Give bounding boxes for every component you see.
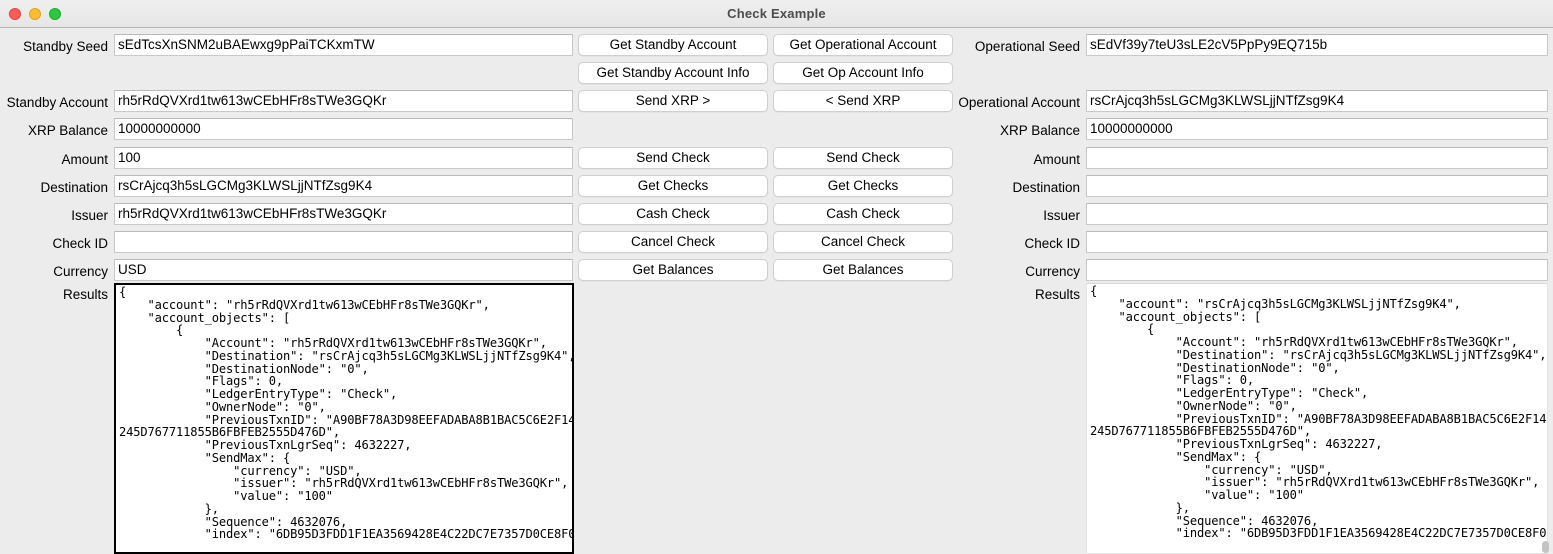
- window-title: Check Example: [727, 6, 826, 21]
- standby-get-balances-button[interactable]: Get Balances: [578, 259, 768, 281]
- title-bar: Check Example: [0, 0, 1553, 28]
- label-standby-currency: Currency: [53, 264, 108, 279]
- label-standby-results: Results: [62, 287, 108, 302]
- operational-results-textarea[interactable]: { "account": "rsCrAjcq3h5sLGCMg3KLWSLjjN…: [1086, 283, 1548, 554]
- standby-amount-input[interactable]: 100: [114, 147, 573, 169]
- operational-cancel-check-button[interactable]: Cancel Check: [773, 231, 953, 253]
- operational-issuer-input[interactable]: [1086, 203, 1548, 225]
- label-operational-check-id: Check ID: [1024, 236, 1080, 251]
- operational-results-scrollbar[interactable]: [1542, 541, 1549, 553]
- main-content: Standby Seed sEdTcsXnSNM2uBAEwxg9pPaiTCK…: [0, 29, 1553, 554]
- standby-currency-input[interactable]: USD: [114, 259, 573, 281]
- label-operational-account: Operational Account: [958, 95, 1080, 110]
- standby-seed-input[interactable]: sEdTcsXnSNM2uBAEwxg9pPaiTCKxmTW: [114, 34, 573, 56]
- get-operational-account-button[interactable]: Get Operational Account: [773, 34, 953, 56]
- standby-xrp-balance-input[interactable]: 10000000000: [114, 118, 573, 140]
- window-controls: [9, 8, 61, 20]
- operational-amount-input[interactable]: [1086, 147, 1548, 169]
- label-operational-amount: Amount: [1033, 152, 1080, 167]
- operational-send-check-button[interactable]: Send Check: [773, 147, 953, 169]
- standby-destination-input[interactable]: rsCrAjcq3h5sLGCMg3KLWSLjjNTfZsg9K4: [114, 175, 573, 197]
- label-operational-seed: Operational Seed: [974, 39, 1080, 54]
- standby-issuer-input[interactable]: rh5rRdQVXrd1tw613wCEbHFr8sTWe3GQKr: [114, 203, 573, 225]
- standby-results-textarea[interactable]: { "account": "rh5rRdQVXrd1tw613wCEbHFr8s…: [114, 283, 574, 554]
- label-operational-results: Results: [1034, 287, 1080, 302]
- label-standby-check-id: Check ID: [52, 236, 108, 251]
- operational-xrp-balance-input[interactable]: 10000000000: [1086, 118, 1548, 140]
- standby-send-check-button[interactable]: Send Check: [578, 147, 768, 169]
- label-standby-issuer: Issuer: [71, 208, 108, 223]
- standby-get-checks-button[interactable]: Get Checks: [578, 175, 768, 197]
- operational-cash-check-button[interactable]: Cash Check: [773, 203, 953, 225]
- label-standby-xrp-balance: XRP Balance: [27, 123, 108, 138]
- operational-account-input[interactable]: rsCrAjcq3h5sLGCMg3KLWSLjjNTfZsg9K4: [1086, 90, 1548, 112]
- label-operational-destination: Destination: [1012, 180, 1080, 195]
- label-operational-currency: Currency: [1025, 264, 1080, 279]
- label-operational-xrp-balance: XRP Balance: [999, 123, 1080, 138]
- standby-cash-check-button[interactable]: Cash Check: [578, 203, 768, 225]
- send-xrp-left-button[interactable]: < Send XRP: [773, 90, 953, 112]
- standby-cancel-check-button[interactable]: Cancel Check: [578, 231, 768, 253]
- standby-account-input[interactable]: rh5rRdQVXrd1tw613wCEbHFr8sTWe3GQKr: [114, 90, 573, 112]
- label-standby-account: Standby Account: [6, 95, 108, 110]
- operational-currency-input[interactable]: [1086, 259, 1548, 281]
- label-standby-amount: Amount: [61, 152, 108, 167]
- standby-check-id-input[interactable]: [114, 231, 573, 253]
- operational-get-checks-button[interactable]: Get Checks: [773, 175, 953, 197]
- close-button[interactable]: [9, 8, 21, 20]
- label-standby-destination: Destination: [40, 180, 108, 195]
- label-standby-seed: Standby Seed: [23, 39, 108, 54]
- get-standby-account-info-button[interactable]: Get Standby Account Info: [578, 62, 768, 84]
- get-standby-account-button[interactable]: Get Standby Account: [578, 34, 768, 56]
- operational-get-balances-button[interactable]: Get Balances: [773, 259, 953, 281]
- operational-seed-input[interactable]: sEdVf39y7teU3sLE2cV5PpPy9EQ715b: [1086, 34, 1548, 56]
- send-xrp-right-button[interactable]: Send XRP >: [578, 90, 768, 112]
- operational-destination-input[interactable]: [1086, 175, 1548, 197]
- get-op-account-info-button[interactable]: Get Op Account Info: [773, 62, 953, 84]
- label-operational-issuer: Issuer: [1043, 208, 1080, 223]
- maximize-button[interactable]: [49, 8, 61, 20]
- minimize-button[interactable]: [29, 8, 41, 20]
- operational-check-id-input[interactable]: [1086, 231, 1548, 253]
